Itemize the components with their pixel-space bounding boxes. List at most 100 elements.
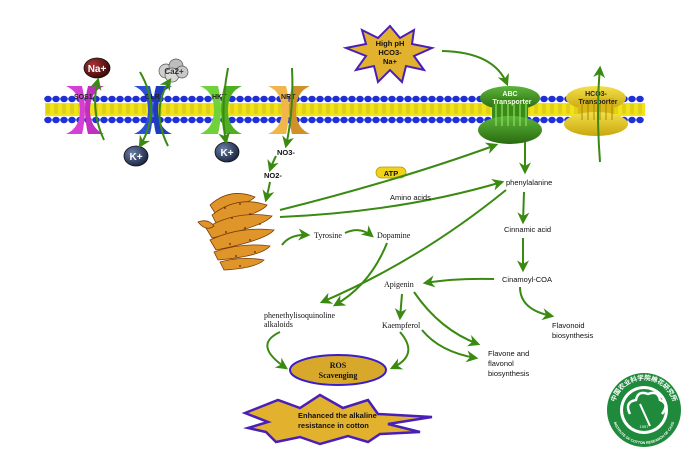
- membrane-tail: [366, 104, 370, 114]
- membrane-head-inner: [628, 116, 636, 124]
- nrt-channel: NRT: [268, 86, 310, 134]
- membrane-head-inner: [476, 116, 484, 124]
- arrow-glr-k: [138, 71, 152, 149]
- membrane-head-outer: [396, 95, 404, 103]
- arrow-no2-organelle: [262, 181, 275, 203]
- membrane-head-inner: [348, 116, 356, 124]
- membrane-head-outer: [116, 95, 124, 103]
- arrow-dopamine-alkaloids: [332, 242, 388, 307]
- membrane-head-outer: [60, 95, 68, 103]
- membrane-head-outer: [188, 95, 196, 103]
- membrane-head-inner: [180, 116, 188, 124]
- sos1-label: SOS1: [74, 94, 93, 101]
- membrane-head-inner: [388, 116, 396, 124]
- arrow-organelle-abc: [279, 142, 499, 211]
- membrane-head-outer: [412, 95, 420, 103]
- abc-label-1: ABC: [502, 91, 517, 98]
- membrane-head-outer: [268, 95, 276, 103]
- membrane-head-outer: [348, 95, 356, 103]
- membrane-head-outer: [540, 95, 548, 103]
- hkt-label: HKT: [212, 94, 227, 101]
- arrow-cinamoyl-apigenin: [422, 275, 495, 288]
- membrane-head-outer: [436, 95, 444, 103]
- logo-year: 1957: [640, 424, 650, 429]
- ros-scavenging-node: ROS Scavenging: [289, 354, 387, 386]
- membrane-tail: [350, 104, 354, 114]
- atp-badge: ATP: [375, 166, 407, 179]
- membrane-tail: [558, 104, 562, 114]
- cinamoyl-coa-label: Cinamoyl-COA: [502, 275, 552, 284]
- membrane-head-inner: [52, 116, 60, 124]
- ros-line-1: ROS: [330, 361, 347, 370]
- membrane-tail: [126, 104, 130, 114]
- membrane-tail: [566, 104, 570, 114]
- alkaloids-label-2: alkaloids: [264, 320, 293, 329]
- membrane-head-inner: [636, 116, 644, 124]
- membrane-tail: [254, 104, 258, 114]
- glr-label: GLR: [145, 94, 160, 101]
- membrane-tail: [454, 104, 458, 114]
- membrane-tail: [54, 104, 58, 114]
- abc-transporter: ABC Transporter: [478, 86, 542, 144]
- membrane-head-inner: [356, 116, 364, 124]
- calcium-ion-label: Ca2+: [164, 67, 184, 76]
- glr-channel: GLR: [134, 86, 172, 134]
- membrane-head-outer: [636, 95, 644, 103]
- arrow-nrt-no3: [282, 67, 294, 149]
- membrane-head-inner: [404, 116, 412, 124]
- membrane-tail: [198, 104, 202, 114]
- membrane-tail: [110, 104, 114, 114]
- stress-line-1: High pH: [376, 39, 405, 48]
- flavone-label-1: Flavone and: [488, 349, 529, 358]
- arrow-apigenin-kaempferol: [394, 293, 407, 321]
- membrane-head-inner: [68, 116, 76, 124]
- membrane-head-inner: [460, 116, 468, 124]
- membrane-tail: [134, 104, 138, 114]
- membrane-head-outer: [252, 95, 260, 103]
- membrane-tail: [190, 104, 194, 114]
- membrane-head-inner: [268, 116, 276, 124]
- pathway-arrows: [89, 50, 606, 370]
- kaempferol-label: Kaempferol: [382, 321, 421, 330]
- membrane-head-outer: [324, 95, 332, 103]
- stress-line-2: HCO3-: [378, 48, 402, 57]
- membrane-head-inner: [100, 116, 108, 124]
- tyrosine-label: Tyrosine: [314, 231, 342, 240]
- membrane-head-outer: [236, 95, 244, 103]
- membrane-head-outer: [452, 95, 460, 103]
- membrane-head-inner: [204, 116, 212, 124]
- membrane-head-inner: [420, 116, 428, 124]
- membrane-tail: [542, 104, 546, 114]
- membrane-tail: [406, 104, 410, 114]
- abc-label-2: Transporter: [493, 99, 532, 106]
- membrane-head-inner: [140, 116, 148, 124]
- membrane-head-outer: [180, 95, 188, 103]
- membrane-head-inner: [60, 116, 68, 124]
- membrane-head-inner: [332, 116, 340, 124]
- membrane-head-inner: [372, 116, 380, 124]
- membrane-head-outer: [164, 95, 172, 103]
- membrane-tail: [270, 104, 274, 114]
- membrane-tail: [318, 104, 322, 114]
- membrane-tail: [118, 104, 122, 114]
- membrane-head-outer: [100, 95, 108, 103]
- membrane-head-inner: [188, 116, 196, 124]
- membrane-head-inner: [340, 116, 348, 124]
- membrane-tail: [534, 104, 538, 114]
- no3-label: NO3-: [277, 148, 295, 157]
- arrow-tyrosine-dopamine: [344, 225, 374, 238]
- membrane-head-outer: [628, 95, 636, 103]
- membrane-tail: [358, 104, 362, 114]
- potassium-ion-left: K+: [123, 145, 149, 167]
- membrane-tail: [438, 104, 442, 114]
- organelle-icon: [197, 193, 275, 271]
- institute-logo: 中国农业科学院棉花研究所 INSTITUTE OF COTTON RESEARC…: [607, 373, 681, 447]
- membrane-head-outer: [308, 95, 316, 103]
- membrane-head-outer: [428, 95, 436, 103]
- membrane-head-outer: [124, 95, 132, 103]
- membrane-head-inner: [412, 116, 420, 124]
- arrow-phenylalanine-alkaloids: [319, 189, 507, 304]
- membrane-head-outer: [444, 95, 452, 103]
